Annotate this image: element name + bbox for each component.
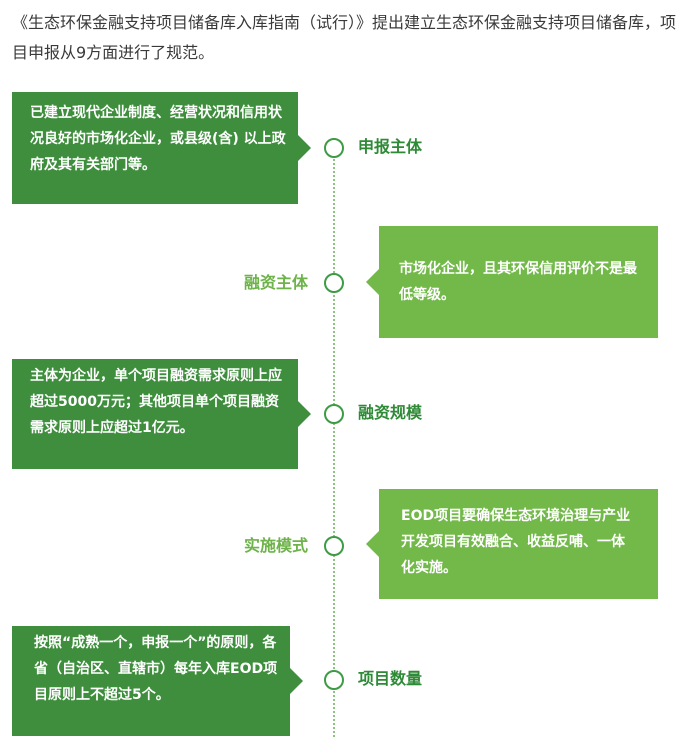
timeline-label-1: 申报主体 [358, 137, 423, 156]
timeline-card-2: 市场化企业，且其环保信用评价不是最低等级。 [366, 226, 658, 338]
timeline-node-3 [324, 404, 344, 424]
timeline-node-1 [324, 138, 344, 158]
timeline-card-5-text: 按照“成熟一个，申报一个”的原则，各省（自治区、直辖市）每年入库EOD项目原则上… [34, 635, 278, 703]
timeline-card-1: 已建立现代企业制度、经营状况和信用状况良好的市场化企业，或县级(含) 以上政府及… [12, 92, 311, 204]
timeline-node-5 [324, 670, 344, 690]
timeline-line [333, 148, 335, 739]
timeline-card-2-text: 市场化企业，且其环保信用评价不是最低等级。 [399, 261, 637, 303]
timeline-label-4: 实施模式 [244, 536, 309, 555]
timeline-label-5: 项目数量 [358, 669, 423, 688]
timeline-card-4: EOD项目要确保生态环境治理与产业开发项目有效融合、收益反哺、一体化实施。 [366, 489, 658, 599]
timeline-card-3-text: 主体为企业，单个项目融资需求原则上应超过5000万元；其他项目单个项目融资需求原… [30, 368, 282, 436]
timeline-node-2 [324, 273, 344, 293]
timeline-card-3: 主体为企业，单个项目融资需求原则上应超过5000万元；其他项目单个项目融资需求原… [12, 359, 311, 469]
timeline-card-5: 按照“成熟一个，申报一个”的原则，各省（自治区、直辖市）每年入库EOD项目原则上… [12, 626, 303, 736]
timeline-card-4-text: EOD项目要确保生态环境治理与产业开发项目有效融合、收益反哺、一体化实施。 [401, 508, 631, 576]
timeline-label-2: 融资主体 [244, 273, 309, 292]
timeline-card-1-text: 已建立现代企业制度、经营状况和信用状况良好的市场化企业，或县级(含) 以上政府及… [30, 105, 286, 173]
intro-paragraph: 《生态环保金融支持项目储备库入库指南（试行）》提出建立生态环保金融支持项目储备库… [12, 13, 677, 62]
timeline-label-3: 融资规模 [358, 403, 423, 422]
timeline-node-4 [324, 536, 344, 556]
